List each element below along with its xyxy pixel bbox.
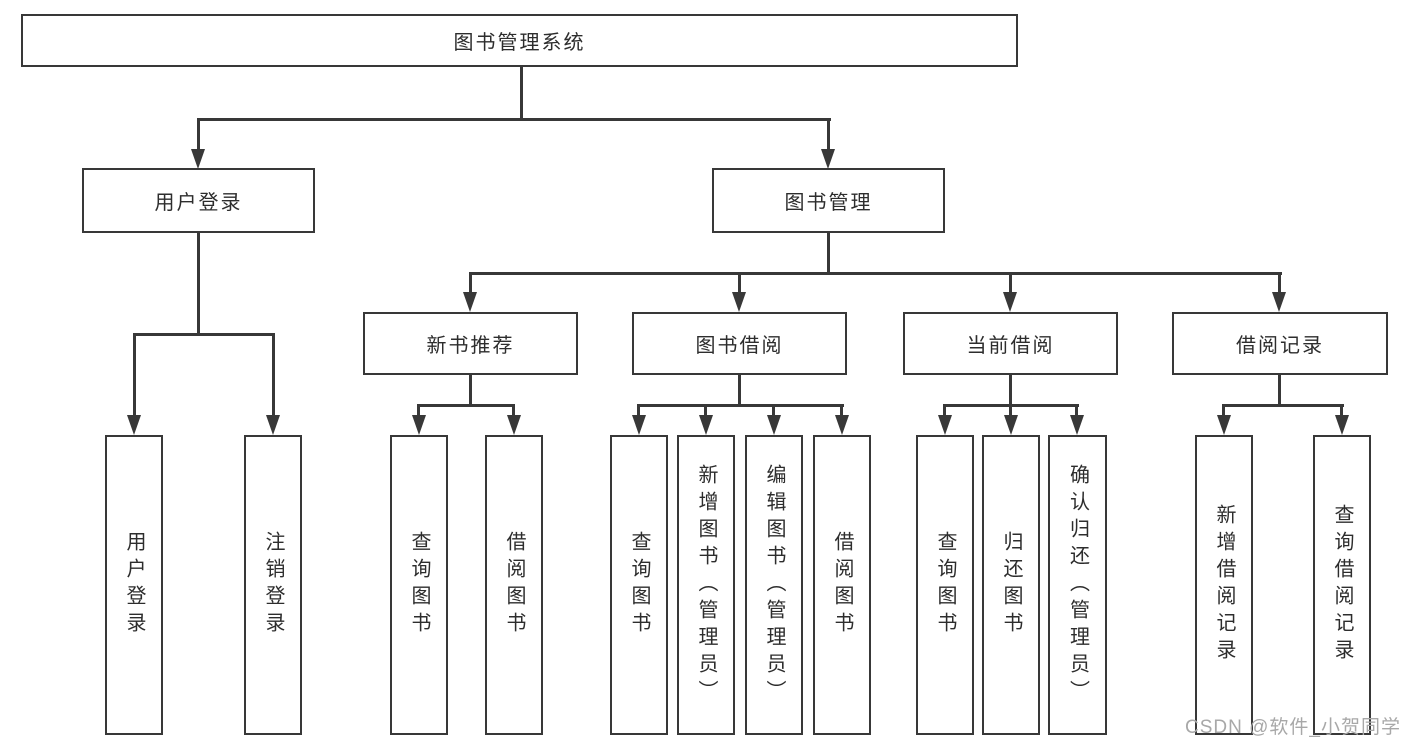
leaf-logout: 注销登录 (244, 435, 302, 735)
leaf-query-books-borrow: 查询图书 (610, 435, 668, 735)
connector-book-mgmt-drop (827, 118, 830, 152)
connector-leaf-drop (772, 404, 775, 417)
connector-user-login-drop (197, 118, 200, 152)
connector-book-mgmt-stem (827, 232, 830, 274)
arrow-down-icon (1272, 292, 1286, 312)
leaf-borrow-books-recommend: 借阅图书 (485, 435, 543, 735)
node-user-login: 用户登录 (82, 168, 315, 233)
connector-leaf-drop (133, 333, 136, 417)
arrow-down-icon (732, 292, 746, 312)
arrow-down-icon (767, 415, 781, 435)
arrow-down-icon (463, 292, 477, 312)
connector-leaf-drop (1340, 404, 1343, 417)
leaf-user-login: 用户登录 (105, 435, 163, 735)
connector-user-login-stem (197, 232, 200, 336)
arrow-down-icon (191, 149, 205, 169)
arrow-down-icon (632, 415, 646, 435)
leaf-confirm-return-admin: 确认归还（管理员） (1048, 435, 1107, 735)
connector-leaf-drop (943, 404, 946, 417)
node-new-book-recommend: 新书推荐 (363, 312, 578, 375)
arrow-down-icon (507, 415, 521, 435)
connector-stem (1278, 373, 1281, 407)
node-borrow-records: 借阅记录 (1172, 312, 1388, 375)
node-book-borrow: 图书借阅 (632, 312, 847, 375)
arrow-down-icon (127, 415, 141, 435)
connector-level3-drop (469, 272, 472, 294)
arrow-down-icon (266, 415, 280, 435)
connector-user-login-branch (133, 333, 275, 336)
leaf-borrow-books: 借阅图书 (813, 435, 871, 735)
leaf-query-books-current: 查询图书 (916, 435, 974, 735)
leaf-query-borrow-record: 查询借阅记录 (1313, 435, 1371, 735)
connector-leaf-drop (1075, 404, 1078, 417)
leaf-add-borrow-record: 新增借阅记录 (1195, 435, 1253, 735)
node-current-borrow: 当前借阅 (903, 312, 1118, 375)
arrow-down-icon (1070, 415, 1084, 435)
leaf-query-books-recommend: 查询图书 (390, 435, 448, 735)
arrow-down-icon (1004, 415, 1018, 435)
arrow-down-icon (835, 415, 849, 435)
connector-stem (738, 373, 741, 407)
leaf-add-books-admin: 新增图书（管理员） (677, 435, 735, 735)
arrow-down-icon (938, 415, 952, 435)
watermark-text: CSDN @软件_小贺同学 (1185, 717, 1401, 738)
connector-level3-branch (469, 272, 1282, 275)
leaf-return-books: 归还图书 (982, 435, 1040, 735)
leaf-edit-books-admin: 编辑图书（管理员） (745, 435, 803, 735)
connector-leaf-drop (417, 404, 420, 417)
connector-leaf-drop (512, 404, 515, 417)
arrow-down-icon (821, 149, 835, 169)
connector-branch (417, 404, 515, 407)
connector-leaf-drop (1009, 404, 1012, 417)
connector-leaf-drop (704, 404, 707, 417)
arrow-down-icon (1217, 415, 1231, 435)
connector-level3-drop (738, 272, 741, 294)
node-library-system: 图书管理系统 (21, 14, 1018, 67)
arrow-down-icon (699, 415, 713, 435)
arrow-down-icon (1003, 292, 1017, 312)
connector-leaf-drop (1222, 404, 1225, 417)
connector-leaf-drop (840, 404, 843, 417)
arrow-down-icon (1335, 415, 1349, 435)
connector-root-stem (520, 66, 523, 120)
arrow-down-icon (412, 415, 426, 435)
connector-level3-drop (1009, 272, 1012, 294)
connector-stem (469, 373, 472, 407)
connector-leaf-drop (637, 404, 640, 417)
connector-branch (637, 404, 844, 407)
connector-level3-drop (1278, 272, 1281, 294)
connector-stem (1009, 373, 1012, 407)
connector-leaf-drop (272, 333, 275, 417)
node-book-management: 图书管理 (712, 168, 945, 233)
connector-level2-branch (197, 118, 831, 121)
connector-branch (1222, 404, 1344, 407)
